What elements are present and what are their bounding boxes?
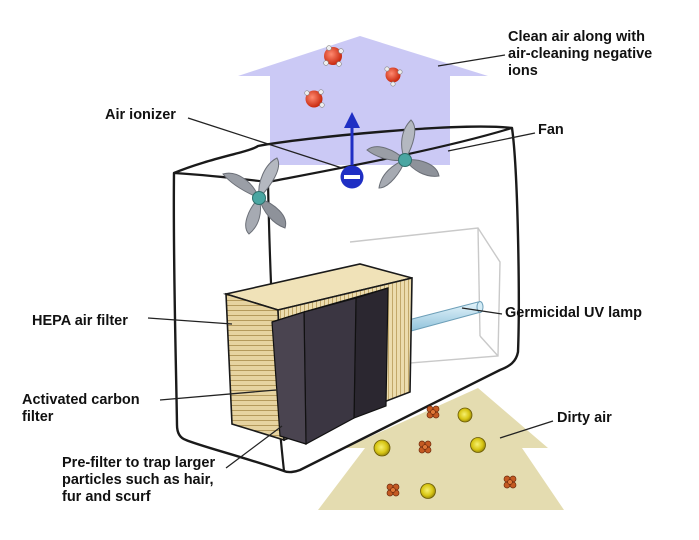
leader-lines — [147, 54, 554, 469]
leader-uv-lamp — [461, 307, 503, 315]
label-carbon-filter-line-2: filter — [22, 409, 54, 425]
purifier-housing — [172, 125, 520, 474]
leader-clean-air — [437, 54, 506, 67]
label-pre-filter-line-1: Pre-filter to trap larger — [62, 455, 216, 471]
label-uv-lamp: Germicidal UV lamp — [505, 305, 642, 321]
label-clean-air-line-3: ions — [508, 63, 538, 79]
label-hepa-filter: HEPA air filter — [32, 313, 128, 329]
label-carbon-filter: Activated carbon filter — [22, 392, 140, 426]
negative-ion-icon — [340, 112, 364, 189]
label-clean-air: Clean air along with air-cleaning negati… — [508, 29, 652, 80]
carbon-filter — [271, 287, 389, 445]
pollen-particle-icon — [373, 407, 486, 499]
leader-pre-filter — [225, 425, 283, 469]
fan-icon — [222, 157, 287, 235]
label-pre-filter: Pre-filter to trap larger particles such… — [62, 455, 215, 506]
inner-chamber — [349, 227, 501, 367]
leader-dirty-air — [499, 420, 554, 439]
fan-icon — [366, 119, 440, 189]
clean-air-arrow — [238, 36, 488, 165]
label-air-ionizer: Air ionizer — [105, 107, 176, 123]
label-carbon-filter-line-1: Activated carbon — [22, 392, 140, 408]
label-pre-filter-line-3: fur and scurf — [62, 489, 151, 505]
leader-air-ionizer — [187, 117, 343, 169]
label-clean-air-line-2: air-cleaning negative — [508, 46, 653, 62]
leader-hepa — [147, 317, 233, 325]
leader-carbon — [159, 389, 277, 401]
label-clean-air-line-1: Clean air along with — [508, 29, 645, 45]
housing-top-edge — [173, 126, 513, 184]
label-pre-filter-line-2: particles such as hair, — [62, 472, 214, 488]
dust-particle-icon — [386, 405, 517, 497]
leader-fan — [447, 132, 536, 152]
dirty-air-arrow — [318, 388, 564, 510]
label-dirty-air: Dirty air — [557, 410, 612, 426]
ion-particles — [304, 45, 403, 108]
label-fan: Fan — [538, 122, 564, 138]
